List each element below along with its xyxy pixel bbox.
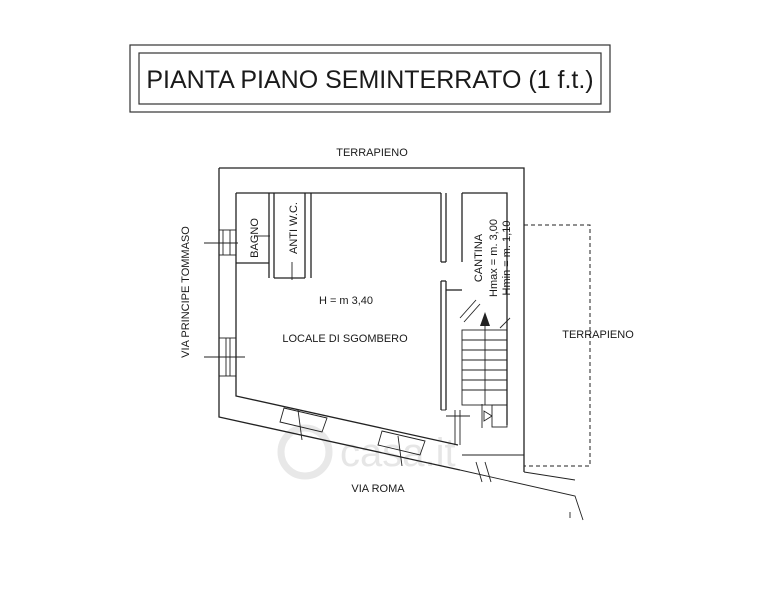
label-height: H = m 3,40 <box>319 295 373 307</box>
outer-walls <box>218 167 584 521</box>
entrance-door <box>446 404 524 483</box>
left-windows <box>204 229 245 377</box>
label-locale: LOCALE DI SGOMBERO <box>282 333 408 345</box>
bottom-windows <box>279 407 426 467</box>
label-anti-wc: ANTI W.C. <box>288 202 300 254</box>
title-box: PIANTA PIANO SEMINTERRATO (1 f.t.) <box>129 44 611 113</box>
label-cantina: CANTINA <box>473 233 485 282</box>
labels: TERRAPIENO TERRAPIENO VIA ROMA H = m 3,4… <box>180 147 634 495</box>
label-hmax: Hmax = m. 3,00 <box>488 219 500 297</box>
watermark: casa.it <box>277 424 456 480</box>
terrapieno-area <box>524 224 591 467</box>
staircase <box>459 299 511 406</box>
label-via-roma: VIA ROMA <box>351 483 405 495</box>
plan-title: PIANTA PIANO SEMINTERRATO (1 f.t.) <box>146 66 593 94</box>
label-terrapieno-top: TERRAPIENO <box>336 147 408 159</box>
label-terrapieno-right: TERRAPIENO <box>562 329 634 341</box>
label-hmin: Hmin = m. 1,10 <box>501 221 513 296</box>
label-bagno: BAGNO <box>249 218 261 258</box>
partitions <box>440 193 463 411</box>
label-via-principe: VIA PRINCIPE TOMMASO <box>180 226 192 358</box>
watermark-text: casa.it <box>340 431 456 475</box>
bathroom-walls <box>236 193 312 280</box>
